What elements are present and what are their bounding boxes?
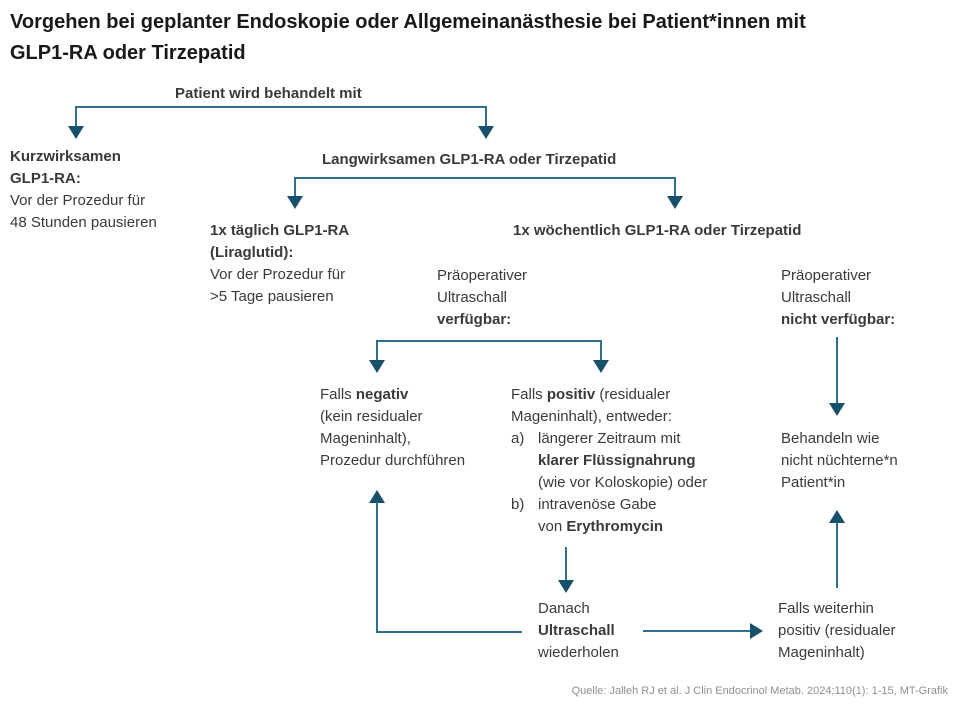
line: (wie vor Koloskopie) oder <box>538 474 708 491</box>
text-segment: Falls <box>320 386 356 403</box>
arrow-line <box>643 630 750 632</box>
node-ultraschall-verfuegbar: Präoperativer Ultraschall verfügbar: <box>437 265 527 331</box>
page-title-line1: Vorgehen bei geplanter Endoskopie oder A… <box>10 11 806 33</box>
page-title: Vorgehen bei geplanter Endoskopie oder A… <box>10 7 806 69</box>
line: Behandeln wie <box>781 430 880 447</box>
list-item-content: längerer Zeitraum mit klarer Flüssignahr… <box>538 428 707 494</box>
arrowhead-right-weiterhin <box>750 623 763 639</box>
page-title-line2: GLP1-RA oder Tirzepatid <box>10 42 246 64</box>
node-kurzwirksam: Kurzwirksamen GLP1-RA: Vor der Prozedur … <box>10 146 157 234</box>
line: Mageninhalt) <box>778 644 865 661</box>
line: Prozedur durchführen <box>320 452 466 469</box>
line: Mageninhalt), entweder: <box>511 408 672 425</box>
arrowhead-down-kurzwirksam <box>68 126 84 139</box>
line: längerer Zeitraum mit <box>538 430 681 447</box>
line: nicht nüchterne*n <box>781 452 898 469</box>
line: (Liraglutid): <box>210 244 294 261</box>
node-taeglich: 1x täglich GLP1-RA (Liraglutid): Vor der… <box>210 220 349 308</box>
line: Präoperativer <box>781 267 872 284</box>
bracket-right-leg <box>600 340 602 361</box>
list-item-content: intravenöse Gabe von Erythromycin <box>538 494 663 538</box>
root-node-label: Patient wird behandelt mit <box>175 85 362 102</box>
line: Präoperativer <box>437 267 528 284</box>
arrowhead-down-positiv <box>593 360 609 373</box>
bracket-top-line <box>295 177 676 179</box>
node-behandeln: Behandeln wie nicht nüchterne*n Patient*… <box>781 428 898 494</box>
arrowhead-down-woechentlich <box>667 196 683 209</box>
bracket-left-leg <box>294 177 296 197</box>
line: intravenöse Gabe <box>538 496 657 513</box>
node-falls-negativ: Falls negativ (kein residualer Mageninha… <box>320 384 465 472</box>
line: Vor der Prozedur für <box>210 266 346 283</box>
arrow-line-horizontal <box>376 631 522 633</box>
line: Patient*in <box>781 474 846 491</box>
text-segment: von <box>538 518 567 535</box>
node-falls-positiv: Falls positiv (residualer Mageninhalt), … <box>511 384 707 538</box>
node-danach-ultraschall: Danach Ultraschall wiederholen <box>538 598 619 664</box>
node-ultraschall-nicht-verfuegbar: Präoperativer Ultraschall nicht verfügba… <box>781 265 895 331</box>
line: 48 Stunden pausieren <box>10 214 157 231</box>
bracket-left-leg <box>376 340 378 361</box>
bracket-top-line <box>377 340 602 342</box>
arrowhead-down-behandeln <box>829 403 845 416</box>
list-marker: a) <box>511 430 525 447</box>
line: >5 Tage pausieren <box>210 288 334 305</box>
line: Kurzwirksamen <box>10 148 121 165</box>
line: Falls positiv (residualer <box>511 384 707 406</box>
node-woechentlich: 1x wöchentlich GLP1-RA oder Tirzepatid <box>513 222 802 239</box>
line: Ultraschall <box>781 289 852 306</box>
line: nicht verfügbar: <box>781 311 896 328</box>
arrowhead-up-prozedur <box>369 490 385 503</box>
line: Vor der Prozedur für <box>10 192 146 209</box>
line: GLP1-RA: <box>10 170 81 187</box>
line: wiederholen <box>538 644 619 661</box>
arrowhead-down-langwirksam <box>478 126 494 139</box>
source-credit: Quelle: Jalleh RJ et al. J Clin Endocrin… <box>571 685 948 697</box>
text-segment-bold: negativ <box>355 386 409 403</box>
arrowhead-down-danach <box>558 580 574 593</box>
arrowhead-up-behandeln <box>829 510 845 523</box>
text-segment-bold: Erythromycin <box>566 518 664 535</box>
node-langwirksam: Langwirksamen GLP1-RA oder Tirzepatid <box>322 151 617 168</box>
line: Ultraschall <box>538 622 615 639</box>
arrow-line-vertical <box>376 502 378 633</box>
text-segment-bold: positiv <box>546 386 596 403</box>
line: Mageninhalt), <box>320 430 411 447</box>
text-segment: Falls <box>511 386 547 403</box>
bracket-right-leg <box>485 106 487 127</box>
bracket-left-leg <box>75 106 77 127</box>
line: Danach <box>538 600 590 617</box>
node-falls-weiterhin: Falls weiterhin positiv (residualer Mage… <box>778 598 896 664</box>
text-segment: (residualer <box>595 386 671 403</box>
list-item-a: a) längerer Zeitraum mit klarer Flüssign… <box>511 428 707 494</box>
arrow-line <box>836 337 838 404</box>
list-marker: b) <box>511 496 525 513</box>
line: Falls negativ <box>320 384 465 406</box>
arrow-line <box>836 522 838 588</box>
list-item-b: b) intravenöse Gabe von Erythromycin <box>511 494 707 538</box>
line: Ultraschall <box>437 289 508 306</box>
line: Falls weiterhin <box>778 600 874 617</box>
arrowhead-down-taeglich <box>287 196 303 209</box>
arrow-line <box>565 547 567 581</box>
bracket-top-line <box>76 106 487 108</box>
line: klarer Flüssignahrung <box>538 452 696 469</box>
line: von Erythromycin <box>538 516 663 538</box>
line: (kein residualer <box>320 408 423 425</box>
line: verfügbar: <box>437 311 512 328</box>
line: positiv (residualer <box>778 622 896 639</box>
bracket-right-leg <box>674 177 676 197</box>
arrowhead-down-negativ <box>369 360 385 373</box>
line: 1x täglich GLP1-RA <box>210 222 350 239</box>
